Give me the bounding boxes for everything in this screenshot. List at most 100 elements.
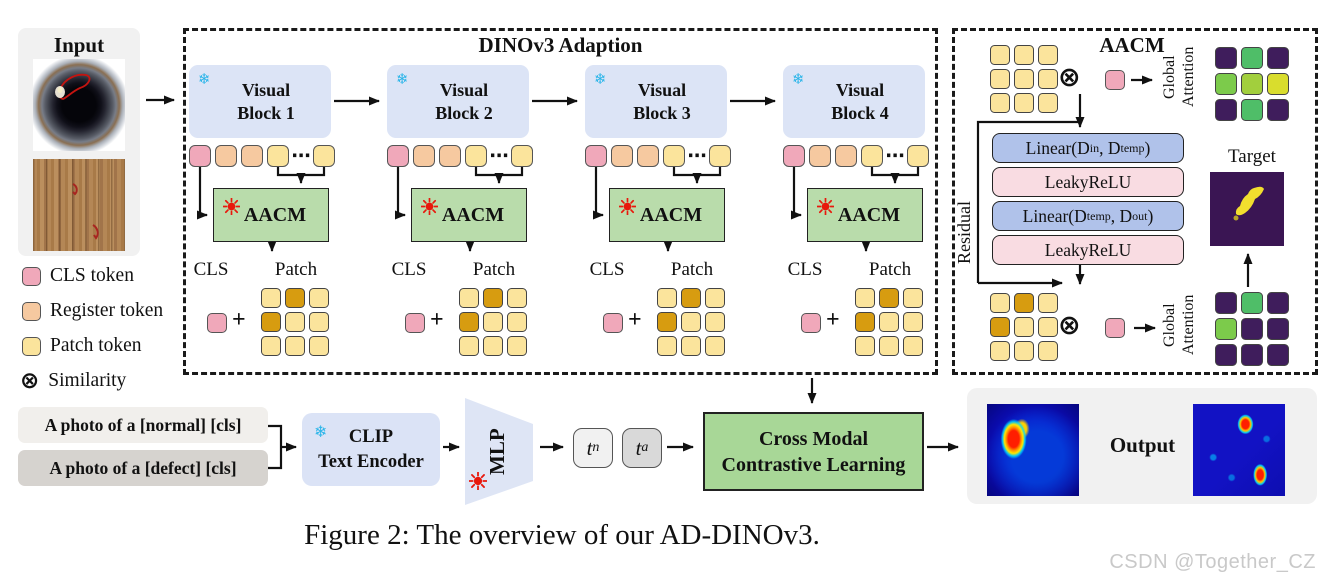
grid-cell (1241, 47, 1263, 69)
output-label: Output (1109, 433, 1176, 457)
grid-cell (261, 288, 281, 308)
attention-grid-top (1215, 47, 1289, 121)
target-label: Target (1228, 146, 1276, 167)
patch-token (663, 145, 685, 167)
grid-cell (1215, 318, 1237, 340)
cross-modal-label: Cross Modal Contrastive Learning (721, 427, 906, 476)
ellipsis-icon: ⋯ (687, 145, 707, 167)
grid-cell (855, 312, 875, 332)
layer-label: LeakyReLU (1044, 171, 1132, 192)
block-column-3: ❄ Visual Block 3 ⋯ (585, 65, 733, 365)
grid-cell (1267, 47, 1289, 69)
cls-token (585, 145, 607, 167)
similarity-icon: ⊗ (1058, 310, 1081, 341)
column-arrows (197, 167, 326, 252)
patch-grid-top (990, 45, 1058, 113)
cross-modal-contrastive-learning: Cross Modal Contrastive Learning (703, 412, 924, 491)
grid-cell (990, 317, 1010, 337)
grid-cell (1267, 73, 1289, 95)
dinov3-adaption-title: DINOv3 Adaption (478, 33, 643, 57)
layer-label: , D (1110, 205, 1133, 226)
patch-grid (261, 288, 329, 356)
layer-label: , D (1099, 137, 1121, 158)
patch-label: Patch (868, 259, 912, 280)
grid-cell (1038, 69, 1058, 89)
cls-label: CLS (391, 259, 427, 280)
residual-label: Residual (954, 201, 974, 265)
patch-label: Patch (274, 259, 318, 280)
patch-label: Patch (472, 259, 516, 280)
snowflake-icon: ❄ (314, 422, 328, 441)
grid-cell (1038, 45, 1058, 65)
grid-cell (990, 93, 1010, 113)
leakyrelu-layer-2: LeakyReLU (992, 235, 1184, 265)
grid-cell (879, 336, 899, 356)
layer-label: Linear(D (1025, 137, 1090, 158)
output-panel: Output (967, 388, 1317, 504)
fire-icon (421, 198, 438, 215)
grid-cell (1241, 344, 1263, 366)
grid-cell (309, 336, 329, 356)
plus-sign: + (826, 307, 840, 333)
grid-cell (261, 336, 281, 356)
grid-cell (903, 288, 923, 308)
patch-grid (657, 288, 725, 356)
grid-cell (681, 312, 701, 332)
grid-cell (285, 336, 305, 356)
patch-token (861, 145, 883, 167)
legend-item-similarity: ⊗ Similarity (20, 369, 126, 393)
fire-icon (223, 198, 240, 215)
grid-cell (657, 288, 677, 308)
cls-token (189, 145, 211, 167)
grid-cell (459, 336, 479, 356)
target-blob (1233, 186, 1264, 221)
column-arrows (791, 167, 920, 252)
layer-label: ) (1147, 205, 1154, 226)
grid-cell (705, 288, 725, 308)
legend-item-register: Register token (22, 299, 163, 323)
cls-token (1105, 70, 1125, 90)
patch-label: Patch (670, 259, 714, 280)
grid-cell (990, 293, 1010, 313)
layer-label: LeakyReLU (1044, 239, 1132, 260)
aacm-label: AACM (837, 203, 901, 226)
legend-item-patch: Patch token (22, 334, 142, 358)
grid-cell (1215, 344, 1237, 366)
prompt-normal: A photo of a [normal] [cls] (18, 407, 268, 443)
grid-cell (1267, 344, 1289, 366)
grid-cell (1215, 47, 1237, 69)
register-token (413, 145, 435, 167)
patch-token (709, 145, 731, 167)
grid-cell (990, 69, 1010, 89)
grid-cell (483, 312, 503, 332)
grid-cell (507, 312, 527, 332)
cls-token (1105, 318, 1125, 338)
clip-label: CLIP Text Encoder (318, 427, 424, 472)
visual-block-label: Visual Block 4 (831, 80, 889, 123)
grid-cell (855, 288, 875, 308)
ellipsis-icon: ⋯ (291, 145, 311, 167)
plus-sign: + (628, 307, 642, 333)
cls-label: CLS (787, 259, 823, 280)
global-attention-label: Global Attention (1161, 46, 1198, 108)
grid-cell (855, 336, 875, 356)
aacm-label: AACM (639, 203, 703, 226)
grid-cell (483, 336, 503, 356)
defect-outline (55, 73, 91, 100)
aacm-label: AACM (441, 203, 505, 226)
cls-label: CLS (589, 259, 625, 280)
patch-token (511, 145, 533, 167)
cls-token (801, 313, 821, 333)
grid-cell (507, 288, 527, 308)
grid-cell (1014, 45, 1034, 65)
grid-cell (507, 336, 527, 356)
grid-cell (681, 288, 701, 308)
plus-sign: + (232, 307, 246, 333)
grid-cell (705, 336, 725, 356)
grid-cell (657, 312, 677, 332)
grid-cell (483, 288, 503, 308)
block-column-2: ❄ Visual Block 2 ⋯ (387, 65, 535, 365)
